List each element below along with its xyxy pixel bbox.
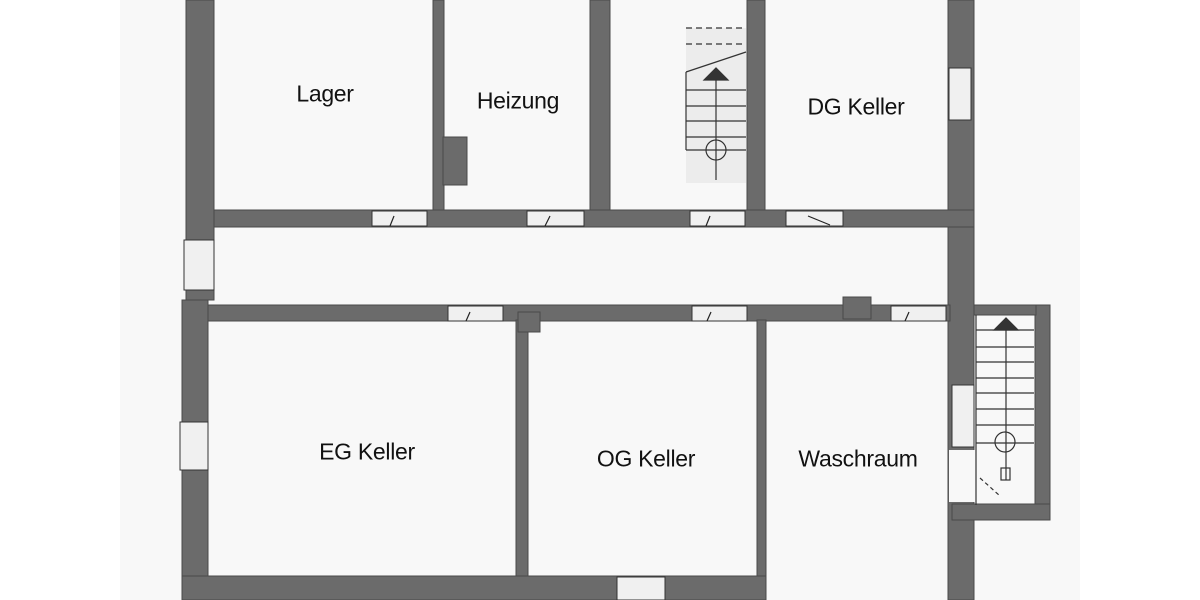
door-egkeller <box>447 305 504 322</box>
chimney-og <box>517 311 541 333</box>
stair-annex <box>975 315 1034 505</box>
door-ogkeller <box>691 305 748 322</box>
room-label-og-keller: OG Keller <box>596 445 696 472</box>
wall-stair-annex-top <box>973 304 1037 316</box>
room-label-heizung: Heizung <box>476 87 560 114</box>
wall-eg-og <box>515 319 529 581</box>
window-dgkeller <box>948 67 972 121</box>
room-label-waschraum: Waschraum <box>798 445 918 472</box>
wall-stair-annex-right <box>1034 304 1051 521</box>
window-stair <box>951 384 975 448</box>
wall-lager-heizung <box>432 0 445 213</box>
chimney-waschraum <box>842 296 872 320</box>
wall-stair-dgkeller <box>746 0 766 227</box>
door-lager <box>371 210 428 227</box>
window-left-lower <box>179 421 209 471</box>
openings <box>179 67 975 600</box>
window-left-upper <box>183 239 215 291</box>
door-waschraum <box>890 305 947 322</box>
wall-bottom <box>181 575 767 600</box>
chimney-heizung <box>442 136 468 186</box>
room-label-lager: Lager <box>296 80 354 107</box>
wall-og-waschraum <box>756 319 767 600</box>
wall-corridor-top <box>213 209 975 228</box>
stair-top <box>685 27 747 183</box>
window-bottom <box>616 576 666 600</box>
wall-heizung-stair <box>589 0 611 227</box>
door-heizung <box>526 210 585 227</box>
door-annex <box>949 450 975 502</box>
wall-corridor-bottom <box>207 304 951 322</box>
room-label-eg-keller: EG Keller <box>319 438 415 465</box>
door-swings <box>389 215 910 322</box>
door-stair <box>689 210 746 227</box>
room-label-dg-keller: DG Keller <box>807 93 905 120</box>
wall-stair-annex-bottom <box>951 503 1051 521</box>
